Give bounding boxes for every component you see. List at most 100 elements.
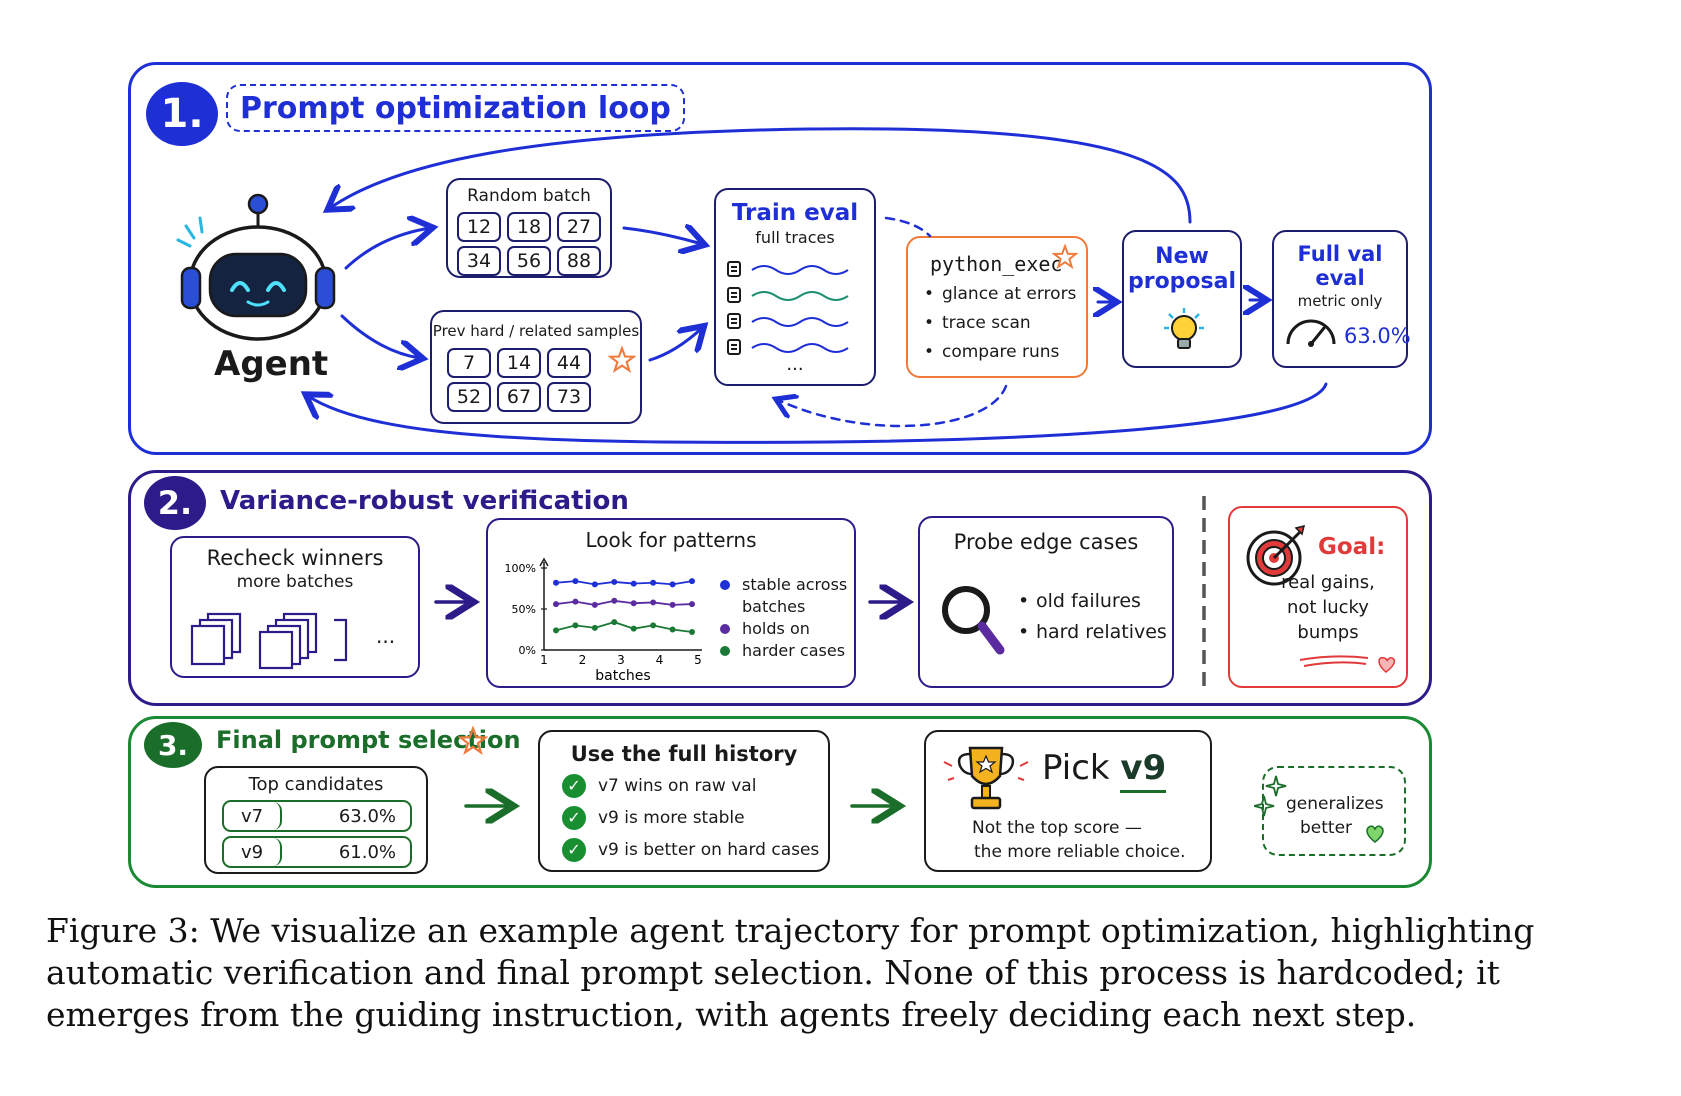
data-point bbox=[630, 600, 637, 607]
recheck-winners-box: Recheck winners more batches ... bbox=[170, 536, 420, 678]
full-history-box: Use the full history ✓v7 wins on raw val… bbox=[538, 730, 830, 872]
python-exec-item: trace scan bbox=[922, 309, 1086, 338]
trophy-icon bbox=[943, 746, 1029, 810]
section2-flow-arrows bbox=[434, 496, 1206, 688]
series-line bbox=[555, 621, 693, 633]
data-point bbox=[553, 579, 559, 586]
python-exec-item: compare runs bbox=[922, 338, 1086, 367]
trace-lines bbox=[727, 261, 849, 355]
data-point bbox=[630, 625, 637, 632]
section1-number-badge: 1. bbox=[146, 82, 218, 146]
history-item: ✓v9 is better on hard cases bbox=[562, 834, 828, 866]
check-icon: ✓ bbox=[562, 838, 586, 862]
star-icon bbox=[608, 346, 636, 374]
y-tick-label: 50% bbox=[512, 603, 536, 616]
target-icon bbox=[1246, 524, 1306, 586]
sample-chip: 88 bbox=[557, 246, 601, 276]
check-icon: ✓ bbox=[562, 774, 586, 798]
sample-chip: 44 bbox=[547, 348, 591, 378]
chart-title: Look for patterns bbox=[585, 528, 757, 552]
candidate-row-v9: v9 61.0% bbox=[222, 836, 412, 868]
section-final-prompt-selection bbox=[128, 716, 1432, 888]
sparkle-icon bbox=[1254, 775, 1287, 817]
section2-number-badge: 2. bbox=[144, 476, 206, 530]
data-point bbox=[689, 578, 695, 585]
series-line bbox=[555, 580, 693, 586]
magnifier-icon bbox=[942, 586, 1005, 655]
heart-icon bbox=[1366, 825, 1384, 843]
sample-chip: 18 bbox=[507, 212, 551, 242]
data-point bbox=[553, 601, 559, 608]
section3-number-badge: 3. bbox=[144, 722, 202, 768]
data-point bbox=[572, 598, 579, 605]
probe-edge-cases-box: Probe edge cases old failures hard relat… bbox=[918, 516, 1174, 688]
stacked-pages-icon bbox=[190, 612, 348, 670]
x-tick-label: 3 bbox=[617, 653, 625, 667]
section1-flow-arrows bbox=[0, 127, 1328, 444]
sample-chip: 14 bbox=[497, 348, 541, 378]
legend-dot bbox=[720, 624, 730, 634]
data-point bbox=[669, 626, 676, 633]
python-exec-box: python_exec glance at errors trace scan … bbox=[906, 236, 1088, 378]
data-point bbox=[650, 622, 657, 629]
legend-item: harder cases bbox=[720, 640, 852, 662]
data-point bbox=[572, 578, 579, 585]
data-point bbox=[669, 581, 676, 588]
data-point bbox=[553, 627, 559, 634]
data-point bbox=[611, 597, 618, 604]
train-eval-box: Train eval full traces ... bbox=[714, 188, 876, 386]
candidate-row-v7: v7 63.0% bbox=[222, 800, 412, 832]
history-item: ✓v9 is more stable bbox=[562, 802, 828, 834]
data-point bbox=[611, 619, 618, 626]
data-point bbox=[630, 580, 637, 587]
data-point bbox=[591, 581, 598, 588]
data-point bbox=[650, 599, 657, 606]
y-tick-label: 100% bbox=[505, 562, 536, 575]
legend-item: holds on bbox=[720, 618, 852, 640]
sample-chip: 7 bbox=[447, 348, 491, 378]
check-icon: ✓ bbox=[562, 806, 586, 830]
section3-flow-arrows bbox=[464, 760, 1681, 860]
y-axis-arrow bbox=[539, 557, 549, 567]
legend-item: stable across batches bbox=[720, 574, 852, 618]
y-tick-label: 0% bbox=[519, 644, 536, 657]
sample-chip: 34 bbox=[457, 246, 501, 276]
x-axis-label: batches bbox=[595, 668, 650, 684]
prev-hard-samples-box: Prev hard / related samples 7 14 44 52 6… bbox=[430, 310, 642, 424]
section2-title: Variance-robust verification bbox=[220, 486, 629, 516]
random-batch-box: Random batch 12 18 27 34 56 88 bbox=[446, 178, 612, 278]
data-point bbox=[689, 628, 695, 635]
sample-chip: 12 bbox=[457, 212, 501, 242]
sample-chip: 27 bbox=[557, 212, 601, 242]
python-exec-item: glance at errors bbox=[922, 280, 1086, 309]
data-point bbox=[611, 578, 618, 585]
robot-icon bbox=[176, 193, 336, 341]
x-tick-label: 1 bbox=[540, 653, 548, 667]
data-point bbox=[572, 622, 579, 629]
data-point bbox=[650, 579, 657, 586]
lightbulb-icon bbox=[1164, 308, 1204, 349]
data-point bbox=[669, 601, 676, 608]
generalizes-better-note: generalizes better bbox=[1254, 766, 1406, 856]
star-icon bbox=[1052, 244, 1078, 270]
series-line bbox=[555, 599, 693, 606]
pattern-line-chart: 100% 50% 0% 1 2 3 4 5 batches bbox=[505, 557, 702, 684]
figure-caption: Figure 3: We visualize an example agent … bbox=[46, 911, 1535, 1034]
goal-box: Goal: real gains, not lucky bumps bbox=[1228, 506, 1408, 688]
gauge-icon bbox=[1286, 319, 1336, 347]
new-proposal-box: New proposal bbox=[1122, 230, 1242, 368]
x-tick-label: 5 bbox=[694, 653, 702, 667]
x-tick-label: 2 bbox=[579, 653, 587, 667]
legend-dot bbox=[720, 580, 730, 590]
section-variance-robust-verification bbox=[128, 470, 1432, 706]
probe-item: old failures bbox=[1016, 586, 1167, 617]
probe-item: hard relatives bbox=[1016, 617, 1167, 648]
history-item: ✓v7 wins on raw val bbox=[562, 770, 828, 802]
section-prompt-optimization-loop bbox=[128, 62, 1432, 455]
data-point bbox=[591, 624, 598, 631]
sample-chip: 56 bbox=[507, 246, 551, 276]
sample-chip: 73 bbox=[547, 382, 591, 412]
data-point bbox=[689, 601, 695, 608]
x-tick-label: 4 bbox=[656, 653, 664, 667]
